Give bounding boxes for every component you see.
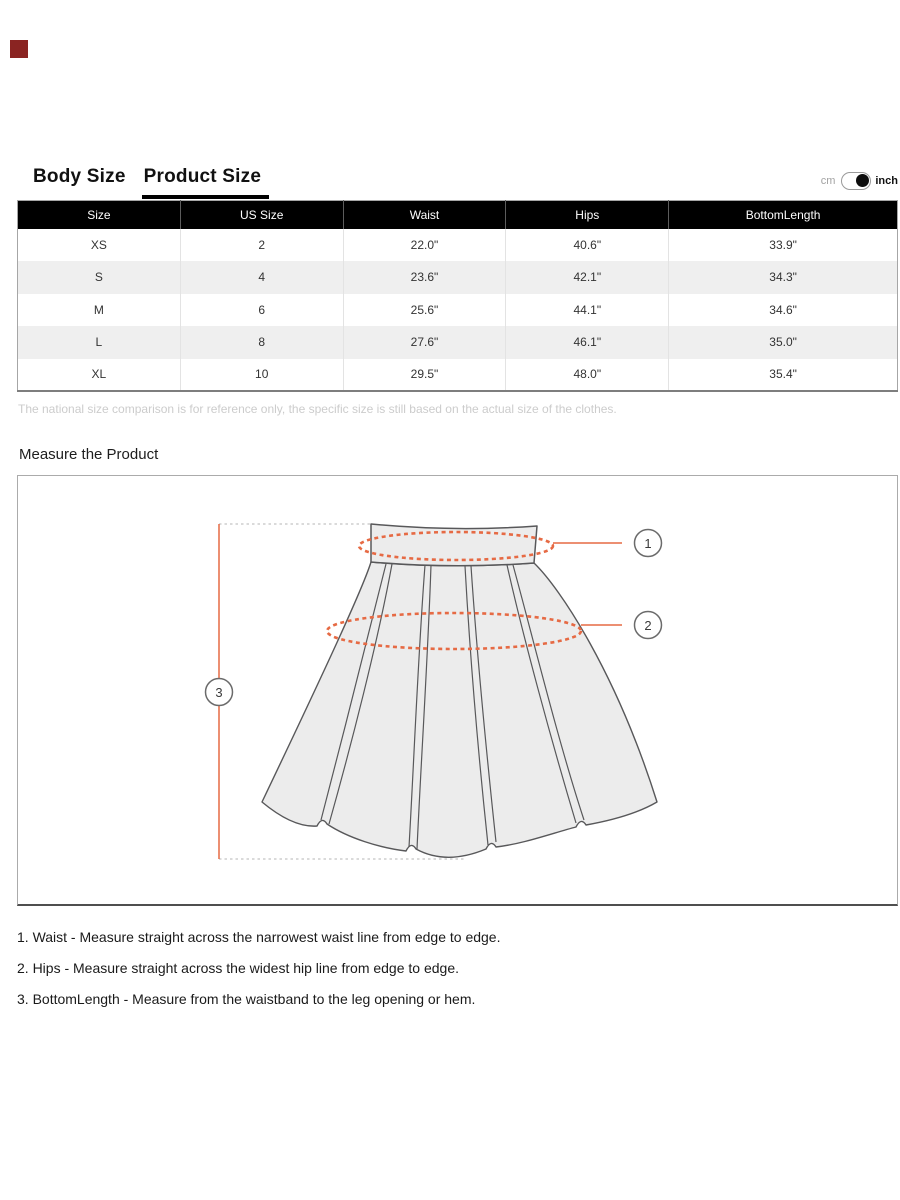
brand-logo-block (10, 40, 28, 58)
table-cell: 8 (179, 326, 344, 359)
table-cell: M (93, 302, 104, 317)
column-header: BottomLength (668, 200, 898, 229)
skirt-illustration: 1 2 3 (204, 523, 663, 860)
table-cell: 48.0" (505, 358, 669, 391)
table-cell: 42.1" (505, 261, 669, 294)
tab-body-size[interactable]: Body Size (33, 166, 126, 187)
marker-2-number: 2 (644, 618, 651, 633)
table-cell: 46.1" (505, 326, 669, 359)
table-cell: 25.6" (342, 293, 506, 326)
table-cell: 29.5" (342, 358, 506, 391)
table-cell: 44.1" (505, 293, 669, 326)
instruction-waist: 1. Waist - Measure straight across the n… (17, 929, 501, 945)
waist-measure-ellipse (357, 530, 555, 562)
marker-3-circle (204, 677, 234, 707)
column-header: Size (17, 200, 181, 229)
column-header: Waist (342, 200, 506, 229)
tab-product-size[interactable]: Product Size (141, 166, 270, 199)
inch-label[interactable]: inch (875, 175, 898, 187)
table-cell: 34.6" (668, 293, 898, 326)
unit-toggle-switch[interactable] (841, 172, 872, 190)
table-cell: 4 (179, 261, 344, 294)
measure-product-title: Measure the Product (19, 446, 159, 463)
column-header: US Size (179, 200, 344, 229)
hips-measure-ellipse (325, 611, 583, 651)
measure-illustration-box: 1 2 3 (17, 475, 898, 906)
table-cell: S (17, 261, 181, 294)
pleat-lines (320, 563, 585, 850)
marker-3-number: 3 (215, 685, 222, 700)
table-cell: 33.9" (668, 228, 898, 261)
marker-1-circle (633, 528, 663, 558)
column-header: Hips (505, 200, 669, 229)
table-cell: L (17, 326, 181, 359)
measure-instructions: 1. Waist - Measure straight across the n… (17, 929, 500, 1022)
table-cell: 6 (179, 293, 344, 326)
table-cell: 35.4" (668, 358, 898, 391)
size-tabs: Body Size Product Size (33, 166, 270, 199)
table-cell: 34.3" (668, 261, 898, 294)
size-note: The national size comparison is for refe… (18, 402, 617, 416)
unit-toggle: cm inch (821, 172, 898, 190)
skirt-waistband (370, 523, 538, 567)
table-cell: XL (91, 367, 107, 382)
table-cell: 40.6" (505, 228, 669, 261)
table-cell: 2 (179, 228, 344, 261)
skirt-body (261, 561, 658, 858)
table-cell: 27.6" (342, 326, 506, 359)
instruction-hips: 2. Hips - Measure straight across the wi… (17, 960, 459, 976)
table-cell: 10 (179, 358, 344, 391)
marker-1-number: 1 (644, 536, 651, 551)
table-cell: 35.0" (668, 326, 898, 359)
cm-label[interactable]: cm (820, 175, 836, 187)
marker-2-circle (633, 610, 663, 640)
table-cell: 22.0" (342, 228, 506, 261)
toggle-knob-icon (856, 174, 870, 187)
table-cell: 23.6" (342, 261, 506, 294)
instruction-bottom-length: 3. BottomLength - Measure from the waist… (17, 991, 476, 1007)
table-cell: XS (90, 237, 107, 252)
